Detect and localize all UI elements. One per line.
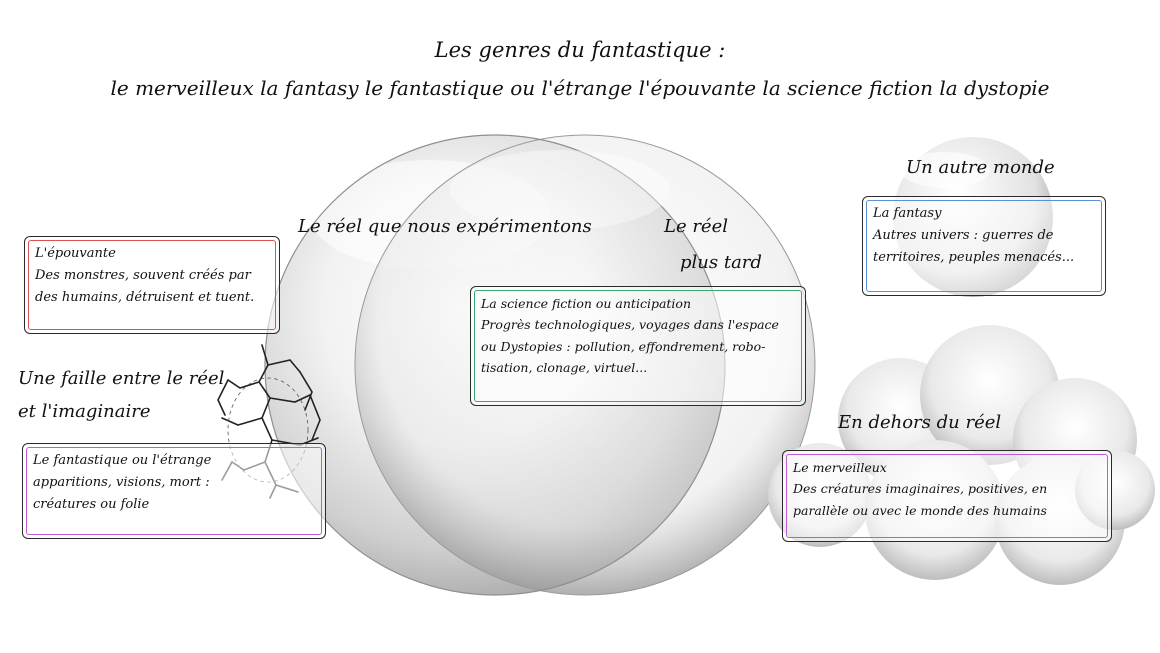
box-science-fiction-line-3: tisation, clonage, virtuel... [481, 359, 648, 375]
box-merveilleux-title: Le merveilleux [793, 460, 887, 475]
box-science-fiction-line-1: Progrès technologiques, voyages dans l'e… [481, 317, 779, 333]
label-real-later-2: plus tard [680, 252, 762, 273]
box-science-fiction-inner: La science fiction ou anticipation Progr… [474, 290, 802, 402]
label-rift-2: et l'imaginaire [18, 401, 151, 422]
box-fantasy: La fantasy Autres univers : guerres de t… [862, 196, 1106, 296]
box-merveilleux: Le merveilleux Des créatures imaginaires… [782, 450, 1112, 542]
box-epouvante-line-1: Des monstres, souvent créés par [35, 268, 251, 284]
box-epouvante-title: L'épouvante [35, 246, 116, 261]
box-fantasy-inner: La fantasy Autres univers : guerres de t… [866, 200, 1102, 292]
box-science-fiction: La science fiction ou anticipation Progr… [470, 286, 806, 406]
box-fantasy-title: La fantasy [873, 206, 942, 221]
box-merveilleux-line-1: Des créatures imaginaires, positives, en [793, 481, 1048, 497]
box-epouvante-inner: L'épouvante Des monstres, souvent créés … [28, 240, 276, 330]
box-epouvante: L'épouvante Des monstres, souvent créés … [24, 236, 280, 334]
box-fantastique-inner: Le fantastique ou l'étrange apparitions,… [26, 447, 322, 535]
label-real-later-1: Le réel [664, 216, 728, 237]
box-merveilleux-inner: Le merveilleux Des créatures imaginaires… [786, 454, 1108, 538]
box-fantastique-title: Le fantastique ou l'étrange [33, 453, 212, 468]
box-merveilleux-line-2: parallèle ou avec le monde des humains [793, 502, 1047, 518]
box-fantasy-line-1: Autres univers : guerres de [873, 228, 1054, 244]
box-fantastique: Le fantastique ou l'étrange apparitions,… [22, 443, 326, 539]
diagram-subtitle: le merveilleux la fantasy le fantastique… [110, 76, 1050, 100]
label-other-world: Un autre monde [906, 157, 1055, 178]
box-science-fiction-title: La science fiction ou anticipation [481, 296, 691, 311]
box-fantastique-line-2: créatures ou folie [33, 497, 150, 513]
label-real-now: Le réel que nous expérimentons [298, 216, 592, 237]
box-fantastique-line-1: apparitions, visions, mort : [33, 475, 210, 491]
diagram-title: Les genres du fantastique : [434, 38, 726, 62]
box-science-fiction-line-2: ou Dystopies : pollution, effondrement, … [481, 338, 766, 354]
label-rift-1: Une faille entre le réel [18, 368, 225, 389]
label-outside: En dehors du réel [838, 412, 1002, 433]
box-epouvante-line-2: des humains, détruisent et tuent. [35, 290, 255, 306]
box-fantasy-line-2: territoires, peuples menacés... [873, 250, 1075, 266]
